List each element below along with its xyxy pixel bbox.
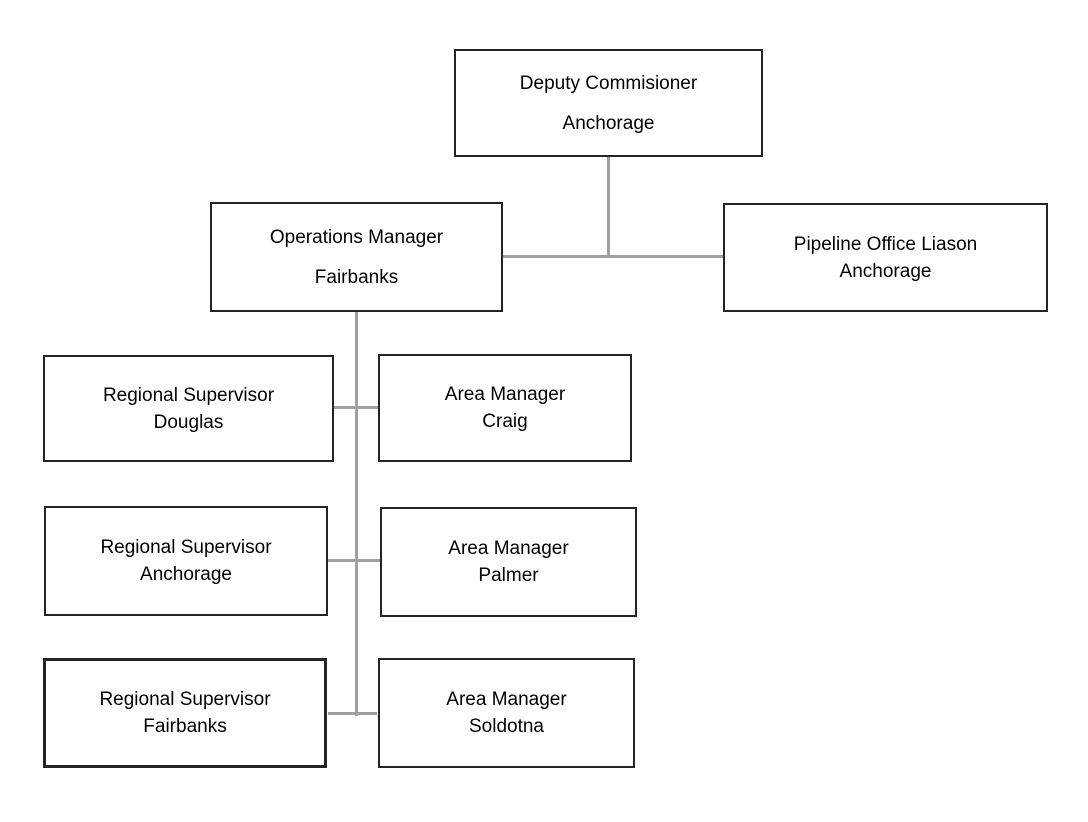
node-subtitle: Anchorage [562,112,655,134]
node-title: Area Manager [444,384,566,405]
connector-operations-vertical [355,312,358,716]
org-node-pipeline-office-liason: Pipeline Office Liason Anchorage [723,203,1048,312]
org-node-area-manager-soldotna: Area Manager Soldotna [378,658,635,768]
node-title: Operations Manager [269,226,444,248]
connector-level2-horizontal [503,255,723,258]
org-node-operations-manager: Operations Manager Fairbanks [210,202,503,312]
connector-row2-horizontal [328,559,380,562]
node-title: Regional Supervisor [99,689,271,710]
org-node-regional-supervisor-anchorage: Regional Supervisor Anchorage [44,506,328,616]
node-subtitle: Anchorage [140,564,232,585]
node-subtitle: Soldotna [468,716,544,737]
node-title: Regional Supervisor [102,384,275,406]
node-subtitle: Fairbanks [143,716,227,737]
connector-deputy-vertical [607,157,610,258]
node-title: Pipeline Office Liason [793,233,978,255]
node-title: Area Manager [448,538,569,559]
connector-row3-horizontal [328,712,377,715]
org-node-area-manager-craig: Area Manager Craig [378,354,632,462]
org-node-regional-supervisor-douglas: Regional Supervisor Douglas [43,355,334,462]
node-subtitle: Palmer [478,565,539,586]
node-subtitle: Douglas [153,411,224,433]
org-node-regional-supervisor-fairbanks: Regional Supervisor Fairbanks [43,658,327,768]
node-subtitle: Fairbanks [314,266,399,288]
node-subtitle: Anchorage [839,260,932,282]
node-subtitle: Craig [482,411,528,432]
node-title: Regional Supervisor [100,537,272,558]
connector-row1-horizontal [334,406,378,409]
org-node-deputy-commisioner: Deputy Commisioner Anchorage [454,49,763,157]
node-title: Area Manager [446,689,567,710]
node-title: Deputy Commisioner [519,72,698,94]
org-node-area-manager-palmer: Area Manager Palmer [380,507,637,617]
